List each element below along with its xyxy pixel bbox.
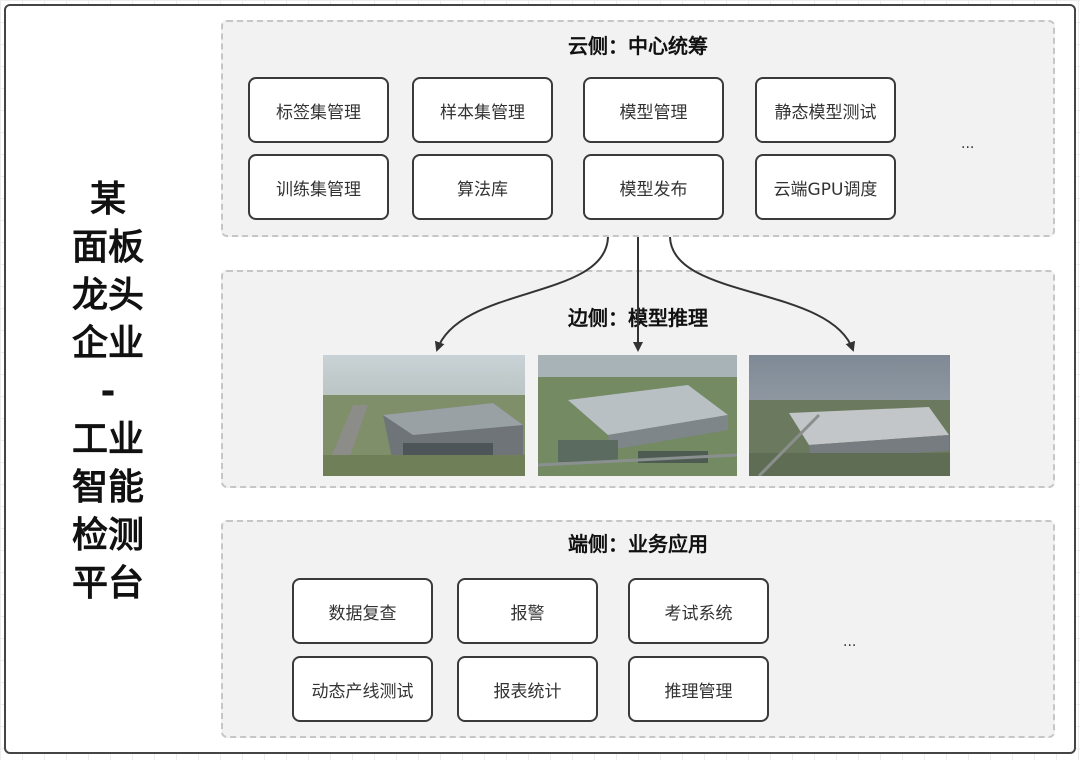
end-more-ellipsis: ... — [843, 634, 857, 650]
dynamic-line-test-box: 动态产线测试 — [292, 656, 433, 722]
cloud-more-ellipsis: ... — [961, 136, 975, 152]
sample-set-management-box: 样本集管理 — [412, 77, 553, 143]
platform-title-line: 检测 — [71, 515, 144, 556]
platform-title-line: 工业 — [71, 419, 144, 460]
edge-tier-title: 边侧：模型推理 — [568, 306, 708, 330]
alarm-box: 报警 — [457, 578, 598, 644]
platform-title-line: - — [100, 371, 116, 412]
platform-title: 某 面板 龙头 企业 - 工业 智能 检测 平台 — [60, 176, 156, 608]
platform-title-line: 龙头 — [71, 275, 144, 316]
static-model-test-box: 静态模型测试 — [755, 77, 896, 143]
platform-title-line: 某 — [89, 179, 126, 220]
algorithm-library-box: 算法库 — [412, 154, 553, 220]
platform-title-line: 面板 — [71, 227, 144, 268]
inference-management-box: 推理管理 — [628, 656, 769, 722]
exam-system-box: 考试系统 — [628, 578, 769, 644]
platform-title-line: 平台 — [71, 563, 144, 604]
data-review-box: 数据复查 — [292, 578, 433, 644]
report-statistics-box: 报表统计 — [457, 656, 598, 722]
factory-aerial-photo-2 — [538, 355, 737, 476]
label-set-management-box: 标签集管理 — [248, 77, 389, 143]
platform-title-line: 企业 — [71, 323, 144, 364]
training-set-management-box: 训练集管理 — [248, 154, 389, 220]
cloud-tier-title: 云侧：中心统筹 — [568, 34, 708, 58]
end-tier-title: 端侧：业务应用 — [568, 532, 708, 556]
platform-title-line: 智能 — [71, 467, 144, 508]
model-management-box: 模型管理 — [583, 77, 724, 143]
model-release-box: 模型发布 — [583, 154, 724, 220]
factory-aerial-photo-3 — [749, 355, 950, 476]
factory-aerial-photo-1 — [323, 355, 525, 476]
cloud-gpu-scheduling-box: 云端GPU调度 — [755, 154, 896, 220]
